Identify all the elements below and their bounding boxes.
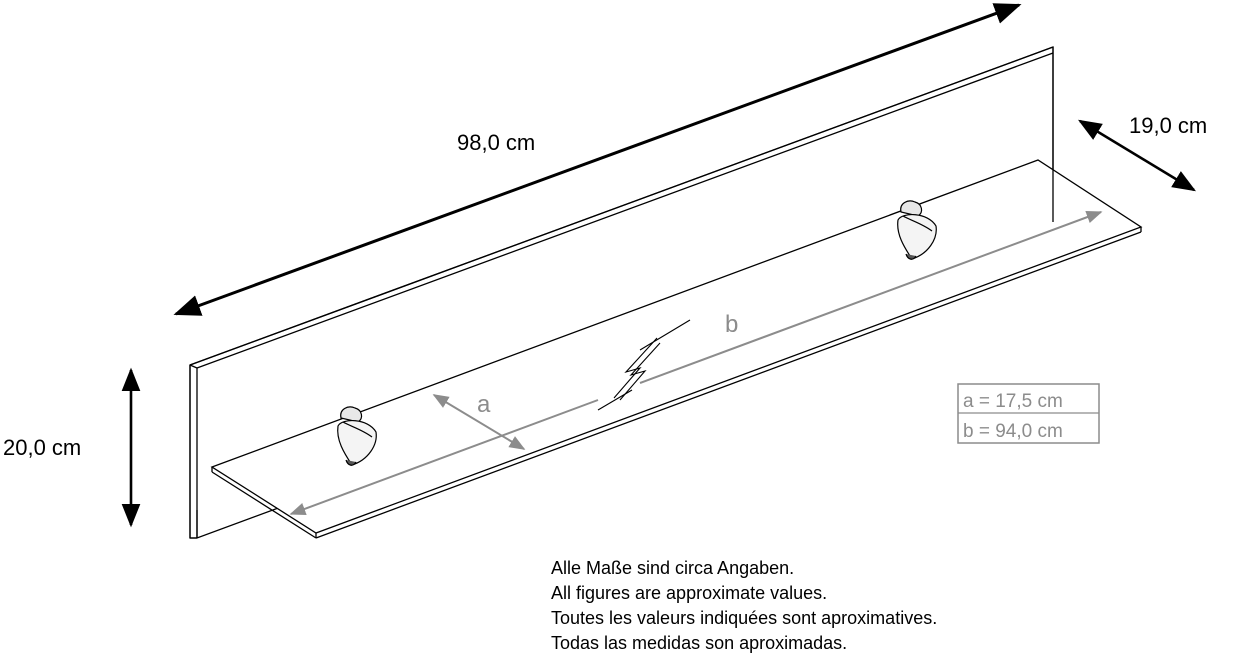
left-bracket-icon <box>337 406 377 466</box>
approximation-notes: Alle Maße sind circa Angaben. All figure… <box>551 556 1111 656</box>
length-label: 98,0 cm <box>457 130 535 155</box>
legend-b-value: b = 94,0 cm <box>963 421 1063 442</box>
length-dimension-arrow <box>173 3 1022 316</box>
height-label: 20,0 cm <box>3 435 81 460</box>
measure-a-arrow <box>432 394 526 450</box>
note-french: Toutes les valeurs indiquées sont aproxi… <box>551 608 938 628</box>
measure-legend: a = 17,5 cm b = 94,0 cm <box>957 383 1100 444</box>
measure-b-label: b <box>725 311 738 338</box>
measure-a-label: a <box>477 391 491 418</box>
note-spanish: Todas las medidas son aproximadas. <box>551 633 848 653</box>
note-german: Alle Maße sind circa Angaben. <box>551 558 795 578</box>
depth-label: 19,0 cm <box>1129 113 1207 138</box>
break-symbol-icon <box>597 319 691 411</box>
legend-a-value: a = 17,5 cm <box>963 391 1063 412</box>
depth-dimension-arrow <box>1077 119 1197 192</box>
note-english: All figures are approximate values. <box>551 583 828 603</box>
measure-b-arrow <box>289 211 1103 515</box>
